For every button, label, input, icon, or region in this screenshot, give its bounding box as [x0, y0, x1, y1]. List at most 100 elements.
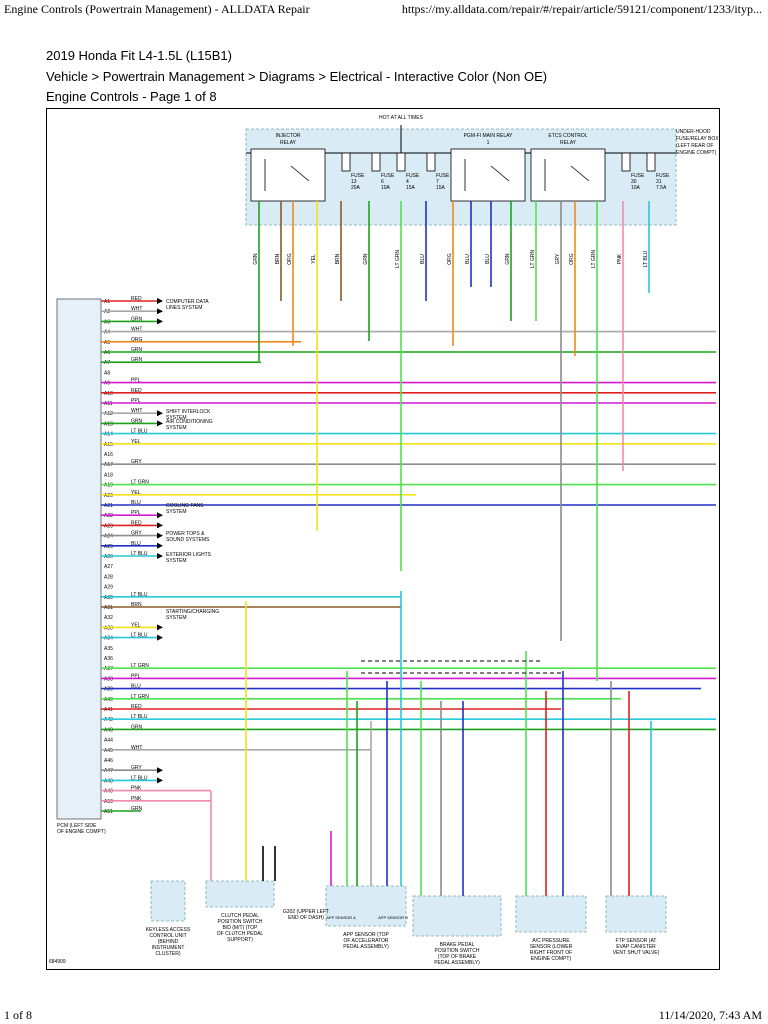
pcm-wire-label: GRN: [131, 806, 143, 812]
pcm-wire-label: LT BLU: [131, 592, 148, 598]
system-label-power_tops: POWER TOPS &: [166, 531, 205, 537]
pcm-pin-A45: A45: [104, 748, 113, 754]
system-arrow: [157, 298, 163, 304]
component-label-app: PEDAL ASSEMBLY): [343, 944, 389, 950]
pcm-wire-label: LT GRN: [131, 663, 149, 669]
pcm-pin-A16: A16: [104, 452, 113, 458]
component-label-clutch: POSITION SWITCH: [218, 919, 263, 925]
component-label-app: APP SENSOR (TOP: [343, 932, 389, 938]
app-sensor-a-label: APP SENSOR A: [326, 915, 356, 920]
breadcrumb[interactable]: Vehicle > Powertrain Management > Diagra…: [46, 69, 548, 84]
system-label-air_conditioning: SYSTEM: [166, 425, 187, 431]
pcm-pin-A5: A5: [104, 340, 110, 346]
system-label-starting_charging: STARTING/CHARGING: [166, 609, 219, 615]
component-label-clutch: OF CLUTCH PEDAL: [217, 931, 264, 937]
print-timestamp: 11/14/2020, 7:43 AM: [658, 1008, 762, 1022]
pcm-wire-label: WHT: [131, 306, 142, 312]
pcm-pin-A8: A8: [104, 370, 110, 376]
pcm-pin-A3: A3: [104, 319, 110, 325]
fuse-label: 10A: [381, 185, 391, 191]
browser-page-title: Engine Controls (Powertrain Management) …: [4, 2, 310, 16]
pcm-pin-A27: A27: [104, 564, 113, 570]
pcm-wire-label: GRY: [131, 531, 142, 537]
component-brake: [412, 895, 502, 937]
system-label-exterior_lights: SYSTEM: [166, 558, 187, 564]
fuse-label: FUSE: [656, 173, 670, 179]
fuse-label: 6: [381, 179, 384, 185]
relay-switch: [290, 165, 310, 182]
pcm-pin-A6: A6: [104, 350, 110, 356]
pcm-pin-A13: A13: [104, 421, 113, 427]
ground-label: END OF DASH): [288, 915, 324, 921]
component-label-brake: PEDAL ASSEMBLY): [434, 960, 480, 966]
feed-wire-label: LT GRN: [530, 250, 536, 268]
pcm-pin-A25: A25: [104, 544, 113, 550]
fuse-label: 4: [406, 179, 409, 185]
component-label-brake: POSITION SWITCH: [435, 948, 480, 954]
pcm-wire-label: LT BLU: [131, 429, 148, 435]
component-label-clutch: SUPPORT): [227, 937, 253, 943]
system-label-shift_interlock: SYSTEM: [166, 415, 187, 421]
pcm-pin-A51: A51: [104, 809, 113, 815]
pcm-body: [56, 298, 102, 820]
pcm-pin-A33: A33: [104, 625, 113, 631]
fuse-box-label: FUSE/RELAY BOX: [676, 136, 719, 142]
pcm-wire-label: LT BLU: [131, 714, 148, 720]
component-label-keyless: KEYLESS ACCESS: [146, 927, 191, 933]
component-label-clutch: CLUTCH PEDAL: [221, 913, 259, 919]
fuse-label: 15A: [406, 185, 416, 191]
browser-url[interactable]: https://my.alldata.com/repair/#/repair/a…: [401, 2, 762, 16]
page-count: 1 of 8: [4, 1008, 32, 1022]
fuse-1: [341, 152, 351, 172]
system-arrow: [157, 767, 163, 774]
pcm-pin-A4: A4: [104, 330, 110, 336]
system-arrow: [157, 512, 163, 519]
feed-wire-label: BLU: [485, 254, 491, 264]
pcm-wire-label: GRN: [131, 347, 143, 353]
component-label-keyless: (BEHIND: [158, 939, 179, 945]
feed-wire-label: BRN: [335, 253, 341, 264]
fuse-label: 15A: [436, 185, 446, 191]
pcm-wire-label: YEL: [131, 439, 141, 445]
pcm-pin-A15: A15: [104, 442, 113, 448]
pcm-wire-label: RED: [131, 296, 142, 302]
feed-wire-label: ORG: [569, 253, 575, 265]
system-arrow: [157, 308, 163, 315]
pcm-wire-label: YEL: [131, 622, 141, 628]
fuse-label: 30: [631, 179, 637, 185]
fuse-box-label: UNDER-HOOD: [676, 129, 711, 135]
pcm-pin-A34: A34: [104, 636, 113, 642]
relay-switch: [490, 165, 510, 182]
component-label-keyless: CLUSTER): [155, 951, 180, 957]
pcm-wire-label: PNK: [131, 786, 142, 792]
component-label-clutch: B/D (M/T) (TOP: [223, 925, 259, 931]
fuse-5: [621, 152, 631, 172]
hot-at-all-times-label: HOT AT ALL TIMES: [379, 115, 424, 121]
pcm-pin-A20: A20: [104, 493, 113, 499]
page-title: Engine Controls - Page 1 of 8: [46, 89, 217, 104]
pcm-pin-A42: A42: [104, 717, 113, 723]
pcm-wire-label: GRN: [131, 316, 143, 322]
pcm-label: PCM (LEFT SIDE: [57, 823, 97, 829]
fuse-4: [426, 152, 436, 172]
pcm-pin-A18: A18: [104, 472, 113, 478]
fuse-label: FUSE: [406, 173, 420, 179]
component-ac: [515, 895, 587, 933]
system-label-starting_charging: SYSTEM: [166, 615, 187, 621]
pcm-pin-A1: A1: [104, 299, 110, 305]
fuse-label: 20A: [351, 185, 361, 191]
vehicle-title: 2019 Honda Fit L4-1.5L (L15B1): [46, 48, 232, 63]
pcm-wire-label: LT GRN: [131, 480, 149, 486]
pcm-pin-A2: A2: [104, 309, 110, 315]
system-label-cooling_fans: SYSTEM: [166, 509, 187, 515]
pcm-wire-label: GRN: [131, 724, 143, 730]
pcm-pin-A32: A32: [104, 615, 113, 621]
pcm-pin-A48: A48: [104, 778, 113, 784]
fuse-label: 7: [436, 179, 439, 185]
system-label-shift_interlock: SHIFT INTERLOCK: [166, 409, 211, 415]
fuse-label: FUSE: [631, 173, 645, 179]
system-label-computer_data_lines: LINES SYSTEM: [166, 305, 202, 311]
pcm-pin-A49: A49: [104, 789, 113, 795]
